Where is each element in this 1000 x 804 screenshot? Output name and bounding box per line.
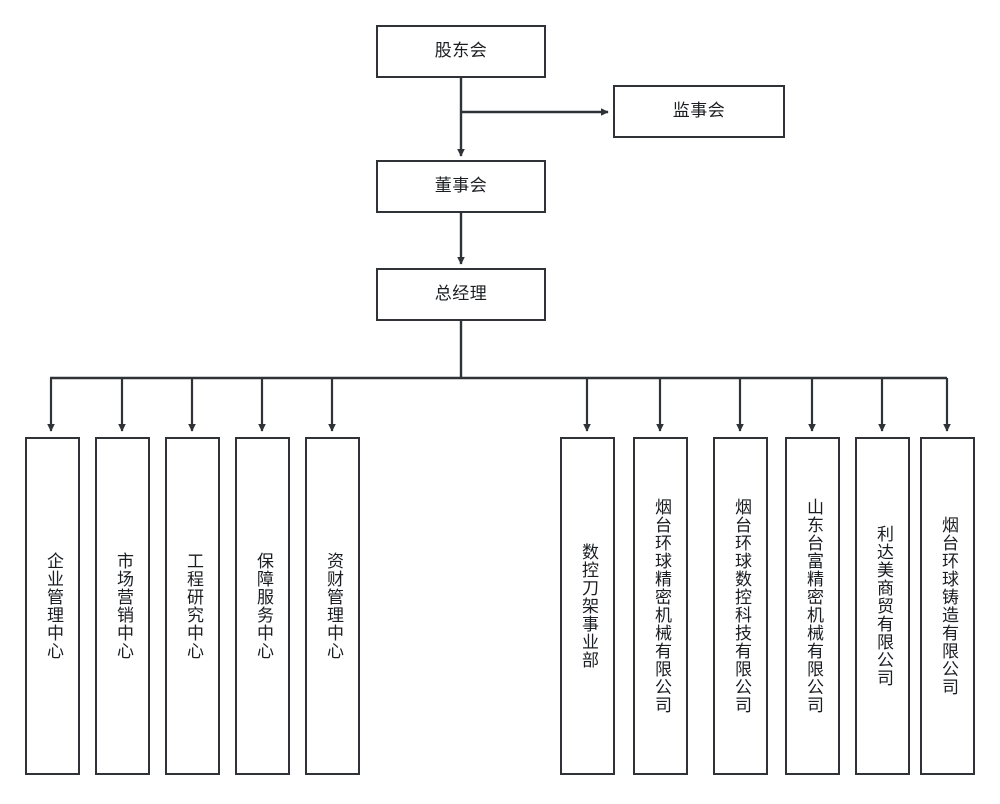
node-subsidiary-3-label: 山东台富精密机械有限公司 — [802, 498, 823, 714]
node-subsidiary-5-label: 烟台环球铸造有限公司 — [937, 516, 958, 696]
node-subsidiary-5[interactable]: 烟台环球铸造有限公司 — [920, 437, 975, 775]
node-department-3-label: 工程研究中心 — [182, 552, 203, 660]
node-board-of-directors-label: 董事会 — [434, 176, 488, 197]
node-department-1[interactable]: 企业管理中心 — [25, 437, 80, 775]
node-general-manager-label: 总经理 — [434, 284, 488, 305]
node-board-of-supervisors-label: 监事会 — [672, 101, 726, 122]
node-subsidiary-2-label: 烟台环球数控科技有限公司 — [730, 498, 751, 714]
node-department-5-label: 资财管理中心 — [322, 552, 343, 660]
node-subsidiary-1-label: 烟台环球精密机械有限公司 — [650, 498, 671, 714]
node-department-2-label: 市场营销中心 — [112, 552, 133, 660]
node-department-6-label: 数控刀架事业部 — [577, 543, 598, 669]
node-department-6[interactable]: 数控刀架事业部 — [560, 437, 615, 775]
node-department-2[interactable]: 市场营销中心 — [95, 437, 150, 775]
node-subsidiary-1[interactable]: 烟台环球精密机械有限公司 — [633, 437, 688, 775]
node-department-3[interactable]: 工程研究中心 — [165, 437, 220, 775]
node-department-4-label: 保障服务中心 — [252, 552, 273, 660]
node-board-of-directors[interactable]: 董事会 — [376, 160, 546, 213]
node-shareholders-meeting-label: 股东会 — [434, 41, 488, 62]
node-department-4[interactable]: 保障服务中心 — [235, 437, 290, 775]
node-subsidiary-4[interactable]: 利达美商贸有限公司 — [855, 437, 910, 775]
node-general-manager[interactable]: 总经理 — [376, 268, 546, 321]
node-department-5[interactable]: 资财管理中心 — [305, 437, 360, 775]
node-board-of-supervisors[interactable]: 监事会 — [613, 85, 785, 138]
node-subsidiary-3[interactable]: 山东台富精密机械有限公司 — [785, 437, 840, 775]
node-subsidiary-2[interactable]: 烟台环球数控科技有限公司 — [713, 437, 768, 775]
node-shareholders-meeting[interactable]: 股东会 — [376, 25, 546, 78]
node-department-1-label: 企业管理中心 — [42, 552, 63, 660]
node-subsidiary-4-label: 利达美商贸有限公司 — [872, 525, 893, 687]
